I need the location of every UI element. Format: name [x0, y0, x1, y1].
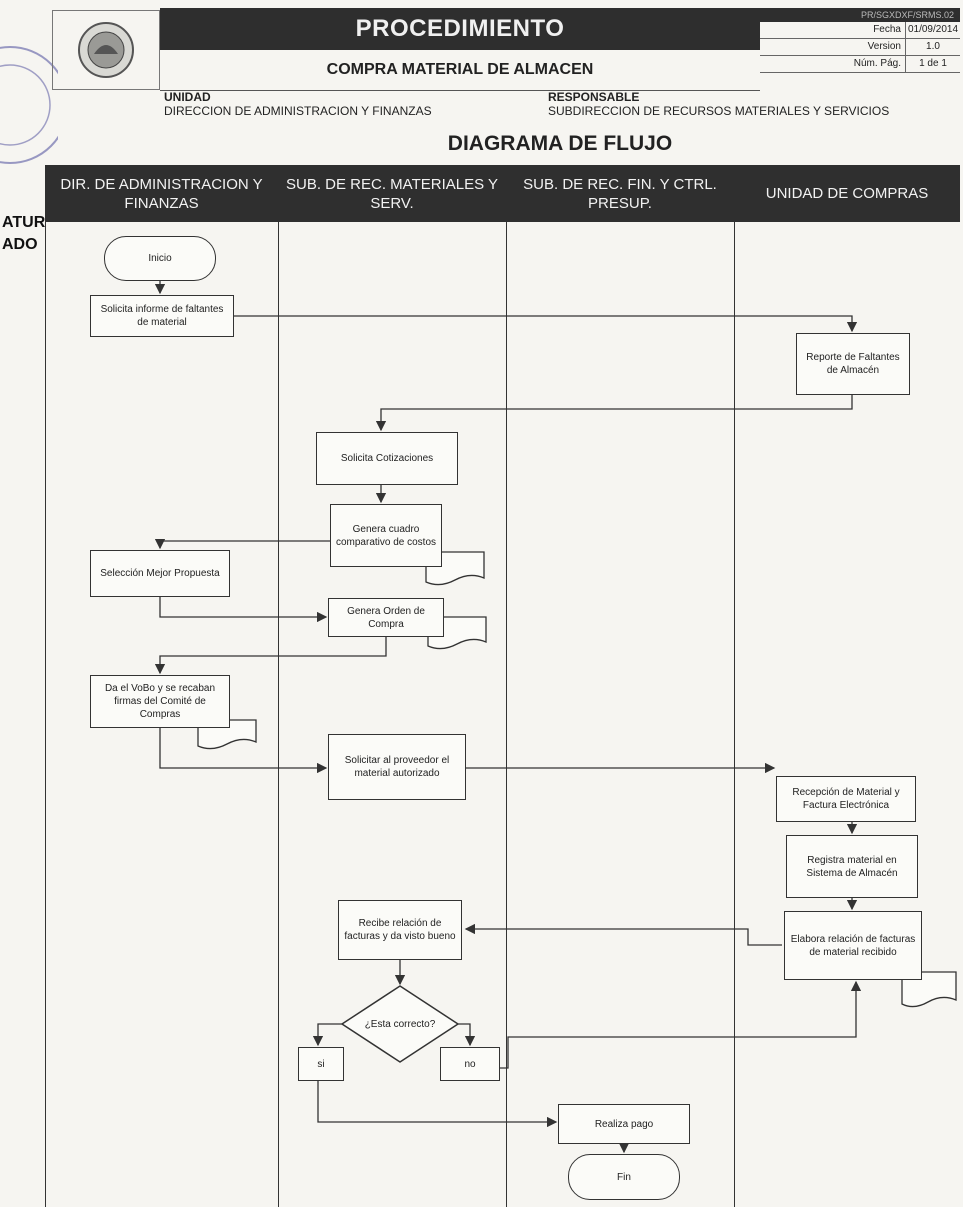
node-realiza-pago: Realiza pago — [558, 1104, 690, 1144]
node-vobo: Da el VoBo y se recaban firmas del Comit… — [90, 675, 230, 728]
version-label: Version — [867, 41, 901, 52]
unidad-label: UNIDAD — [164, 90, 211, 104]
node-registra: Registra material en Sistema de Almacén — [786, 835, 918, 898]
meta-row-pag: Núm. Pág. 1 de 1 — [760, 56, 960, 73]
lane-title-admin: DIR. DE ADMINISTRACION Y FINANZAS — [60, 175, 263, 212]
lane-title-materiales: SUB. DE REC. MATERIALES Y SERV. — [286, 175, 498, 212]
unidad-block: UNIDAD DIRECCION DE ADMINISTRACION Y FIN… — [164, 90, 544, 130]
diagram-title: DIAGRAMA DE FLUJO — [447, 132, 673, 155]
meta-row-version: Version 1.0 — [760, 39, 960, 56]
stamp-text-line: ADO — [2, 236, 38, 253]
lane-divider — [734, 222, 735, 1207]
doc-code: PR/SGXDXF/SRMS.02 — [760, 8, 960, 22]
pag-value: 1 de 1 — [905, 56, 960, 72]
responsable-value: SUBDIRECCION DE RECURSOS MATERIALES Y SE… — [548, 104, 890, 118]
lane-divider — [506, 222, 507, 1207]
meta-row-fecha: Fecha 01/09/2014 — [760, 22, 960, 39]
node-si: si — [298, 1047, 344, 1081]
responsable-label: RESPONSABLE — [548, 90, 640, 104]
document-shape — [901, 971, 957, 1008]
decision-diamond — [340, 985, 460, 1063]
procedure-name: COMPRA MATERIAL DE ALMACEN — [160, 50, 760, 91]
node-genera-cuadro: Genera cuadro comparativo de costos — [330, 504, 442, 567]
responsable-block: RESPONSABLE SUBDIRECCION DE RECURSOS MAT… — [548, 90, 960, 130]
node-genera-orden: Genera Orden de Compra — [328, 598, 444, 637]
lane-title-finanzas: SUB. DE REC. FIN. Y CTRL. PRESUP. — [523, 175, 717, 212]
lane-header-bar — [45, 165, 960, 222]
fecha-label: Fecha — [873, 24, 901, 35]
document-metadata: PR/SGXDXF/SRMS.02 Fecha 01/09/2014 Versi… — [760, 8, 960, 88]
unidad-value: DIRECCION DE ADMINISTRACION Y FINANZAS — [164, 104, 432, 118]
node-recibe-relacion: Recibe relación de facturas y da visto b… — [338, 900, 462, 960]
version-value: 1.0 — [905, 39, 960, 55]
node-seleccion-propuesta: Selección Mejor Propuesta — [90, 550, 230, 597]
node-inicio: Inicio — [104, 236, 216, 281]
stamp-side-text: ATUR ADO — [2, 212, 45, 256]
procedure-title: PROCEDIMIENTO — [160, 8, 760, 50]
fecha-value: 01/09/2014 — [905, 22, 960, 38]
node-reporte-faltantes: Reporte de Faltantes de Almacén — [796, 333, 910, 395]
stamp-text-line: ATUR — [2, 214, 46, 231]
node-elabora-relacion: Elabora relación de facturas de material… — [784, 911, 922, 980]
lane-divider — [278, 222, 279, 1207]
node-solicita-cotizaciones: Solicita Cotizaciones — [316, 432, 458, 485]
pag-label: Núm. Pág. — [853, 58, 901, 69]
decision-label: ¿Esta correcto? — [364, 1018, 436, 1030]
node-solicita-informe: Solicita informe de faltantes de materia… — [90, 295, 234, 337]
lane-divider — [45, 222, 46, 1207]
coat-of-arms-seal — [52, 10, 160, 90]
node-fin: Fin — [568, 1154, 680, 1200]
node-solicitar-proveedor: Solicitar al proveedor el material autor… — [328, 734, 466, 800]
node-recepcion: Recepción de Material y Factura Electrón… — [776, 776, 916, 822]
node-no: no — [440, 1047, 500, 1081]
lane-title-compras: UNIDAD DE COMPRAS — [765, 185, 929, 202]
